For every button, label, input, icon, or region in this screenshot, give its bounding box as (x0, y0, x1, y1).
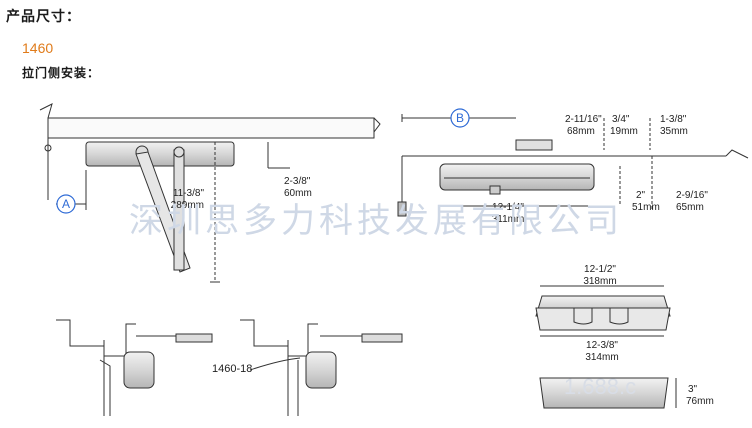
dim-arm-mm: 68mm (567, 126, 595, 137)
dim-height-in: 11-3/8" (173, 188, 205, 199)
dim-offset-in: 2-3/8" (284, 176, 311, 187)
callout-b-label: B (456, 111, 464, 125)
dim-total-height-mm: 65mm (676, 202, 704, 213)
mount-type-label: 拉门侧安装： (22, 66, 101, 80)
model-variant-label: 1460-18 (212, 363, 252, 375)
dim-body-length-in: 12-1/4" (492, 202, 524, 213)
dim-bracket-mm: 35mm (660, 126, 688, 137)
dim-cover-height-mm: 76mm (686, 396, 714, 407)
dim-cover-top-mm: 318mm (583, 276, 616, 287)
dim-body-length-mm: 311mm (492, 214, 525, 225)
callout-b-circle (450, 108, 470, 128)
dim-body-height-in: 2" (636, 190, 646, 201)
dim-body-height-mm: 51mm (632, 202, 660, 213)
right-elevation-drawing (397, 114, 749, 217)
left-elevation-drawing (39, 103, 381, 283)
dim-bracket-in: 1-3/8" (660, 114, 687, 125)
dim-shoe-in: 3/4" (612, 114, 630, 125)
dim-cover-top-in: 12-1/2" (584, 264, 616, 275)
site-watermark: 1.688.c (564, 374, 636, 399)
section-title: 产品尺寸： (6, 8, 81, 24)
model-number: 1460 (22, 40, 54, 56)
callout-a-label: A (62, 197, 70, 211)
dim-shoe-mm: 19mm (610, 126, 638, 137)
section-detail-right (240, 319, 403, 416)
cover-drawing (535, 285, 677, 409)
dim-height-mm: 289mm (171, 200, 204, 211)
callout-a-circle (56, 194, 76, 214)
company-watermark: 深圳思多力科技发展有限公司 (129, 202, 623, 240)
dim-arm-in: 2-11/16" (565, 114, 602, 125)
dim-cover-height-in: 3" (688, 384, 698, 395)
section-detail-left (56, 319, 213, 416)
dim-total-height-in: 2-9/16" (676, 190, 708, 201)
dim-cover-bottom-mm: 314mm (585, 352, 618, 363)
dim-offset-mm: 60mm (284, 188, 312, 199)
dim-cover-bottom-in: 12-3/8" (586, 340, 618, 351)
